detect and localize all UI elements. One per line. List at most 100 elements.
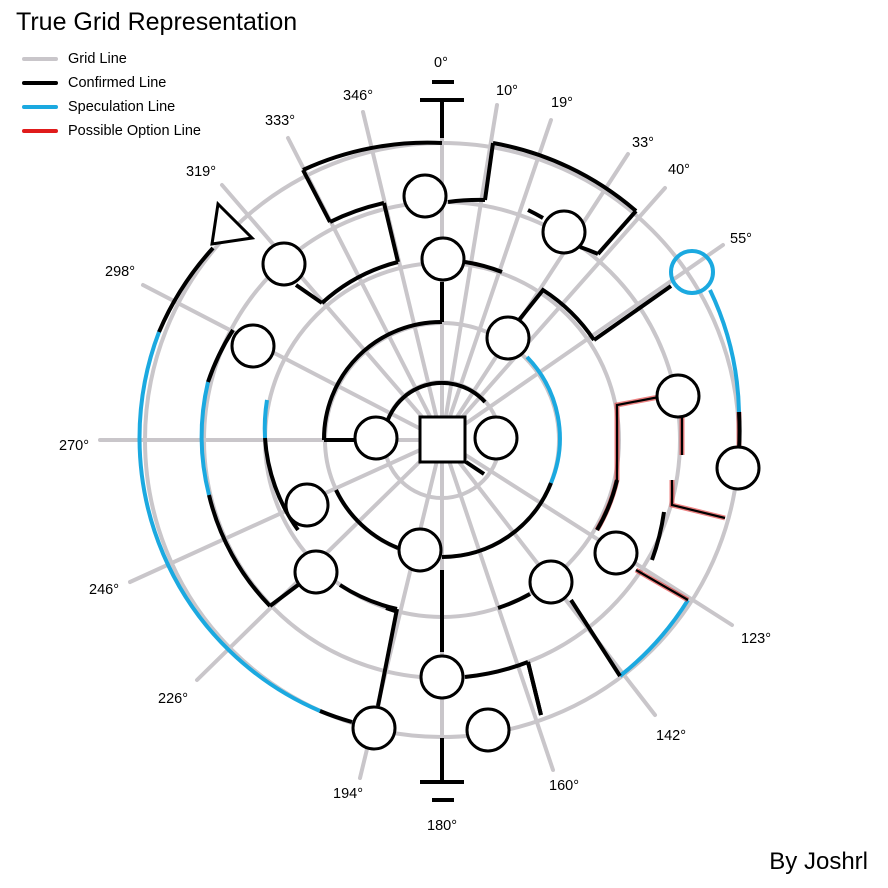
node-ring4-298 [230,323,276,369]
legend-label-speculation: Speculation Line [68,99,176,115]
confirmed-142-connector [569,598,622,678]
legend: Grid Line Confirmed Line Speculation Lin… [22,47,201,143]
node-ring2-33 [485,315,531,361]
node-ring4-180 [419,654,465,700]
angle-label-246: 246° [89,582,119,598]
confirmed-246-connector [268,583,300,608]
angle-label-33: 33° [632,135,654,151]
legend-swatch-grid [22,57,58,61]
legend-swatch-possible [22,129,58,133]
angle-label-333: 333° [265,113,295,129]
node-ring4-319 [261,241,307,287]
legend-label-grid: Grid Line [68,51,127,67]
angle-label-142: 142° [656,728,686,744]
grid-spoke-160 [440,438,555,772]
confirmed-ring2-left-bottom [334,489,399,550]
angle-label-319: 319° [186,164,216,180]
confirmed-10-connector [483,142,495,201]
legend-label-possible: Possible Option Line [68,123,201,139]
start-triangle [210,200,256,246]
speculation-outer-right-arc [708,289,741,413]
confirmed-ring4-left-bottom [207,494,272,608]
node-ring4-123a [655,373,701,419]
legend-item-possible: Possible Option Line [22,119,201,143]
node-outer-194 [351,705,397,751]
angle-label-40: 40° [668,162,690,178]
node-ring4-226 [293,549,339,595]
node-ring3-0 [420,236,466,282]
node-ring2-180 [397,527,443,573]
legend-label-confirmed: Confirmed Line [68,75,167,91]
angle-labels: 0° 10° 19° 33° 40° 55° 123° 142° 160° 18… [59,55,771,834]
legend-swatch-speculation [22,105,58,109]
angle-label-270: 270° [59,438,89,454]
diagram-title: True Grid Representation [16,8,298,36]
confirmed-160-lower [526,661,543,716]
confirmed-ring4-c [527,208,545,220]
speculation-node-55 [669,249,715,295]
legend-swatch-confirmed [22,81,58,85]
legend-item-grid: Grid Line [22,47,201,71]
angle-label-180: 180° [427,818,457,834]
confirmed-123-inner-connector [464,460,486,476]
speculation-ring4-left [199,381,211,496]
confirmed-ring4-right [650,511,666,561]
confirmed-ring3-c [517,287,596,342]
confirmed-ring3-a [320,260,399,305]
angle-label-0: 0° [434,55,448,71]
node-ring1-270 [353,415,399,461]
confirmed-ring2-left-top [321,319,443,441]
node-ring1-90 [473,415,519,461]
confirmed-lines [157,80,742,802]
angle-label-346: 346° [343,88,373,104]
confirmed-55-connector [592,284,673,342]
legend-item-confirmed: Confirmed Line [22,71,201,95]
speculation-outer-lower-arc [618,598,690,678]
possible-option-path-d [635,569,689,601]
grid-spoke-298 [141,283,444,442]
confirmed-ring3-right [595,479,619,532]
confirmed-40-connector [596,209,638,256]
angle-label-55: 55° [730,231,752,247]
node-ring3-142 [528,559,574,605]
node-outer-123 [715,445,761,491]
grid-spoke-55 [440,243,725,442]
confirmed-outer-bottom-left [319,709,353,724]
confirmed-ring4-left-top [206,328,235,383]
node-ring4-346 [402,173,448,219]
speculation-lines [137,249,741,713]
node-outer-170 [465,707,511,753]
speculation-ring2-right [525,355,562,484]
confirmed-346-connector [382,202,400,263]
confirmed-outer-left-top [157,246,215,333]
confirmed-ring3-bottom-left [338,583,398,611]
speculation-ring3-left [262,399,269,439]
confirmed-319-connector [294,283,324,305]
confirmed-194-connector [376,608,399,707]
grid-spoke-19 [440,118,553,442]
possible-option-path-c [670,480,726,520]
angle-label-10: 10° [496,83,518,99]
legend-item-speculation: Speculation Line [22,95,201,119]
angle-label-160: 160° [549,778,579,794]
angle-label-298: 298° [105,264,135,280]
author-credit: By Joshrl [769,848,868,875]
node-ring4-33 [541,209,587,255]
node-ring3-123 [593,530,639,576]
angle-label-194: 194° [333,786,363,802]
confirmed-outer-top-left [302,140,443,172]
angle-label-226: 226° [158,691,188,707]
grid-spoke-123 [440,438,734,627]
confirmed-333-connector [301,169,332,223]
angle-label-19: 19° [551,95,573,111]
angle-label-123: 123° [741,631,771,647]
confirmed-ring4-bottom-right [464,660,529,679]
speculation-outer-left-arc [137,331,321,713]
confirmed-ring4-b [447,197,486,204]
confirmed-outer-right-mid [737,411,742,451]
confirmed-outer-top-right [492,141,638,213]
node-ring3-246 [284,482,330,528]
center-square [418,415,467,464]
confirmed-ring2-bottom-right [441,482,553,560]
